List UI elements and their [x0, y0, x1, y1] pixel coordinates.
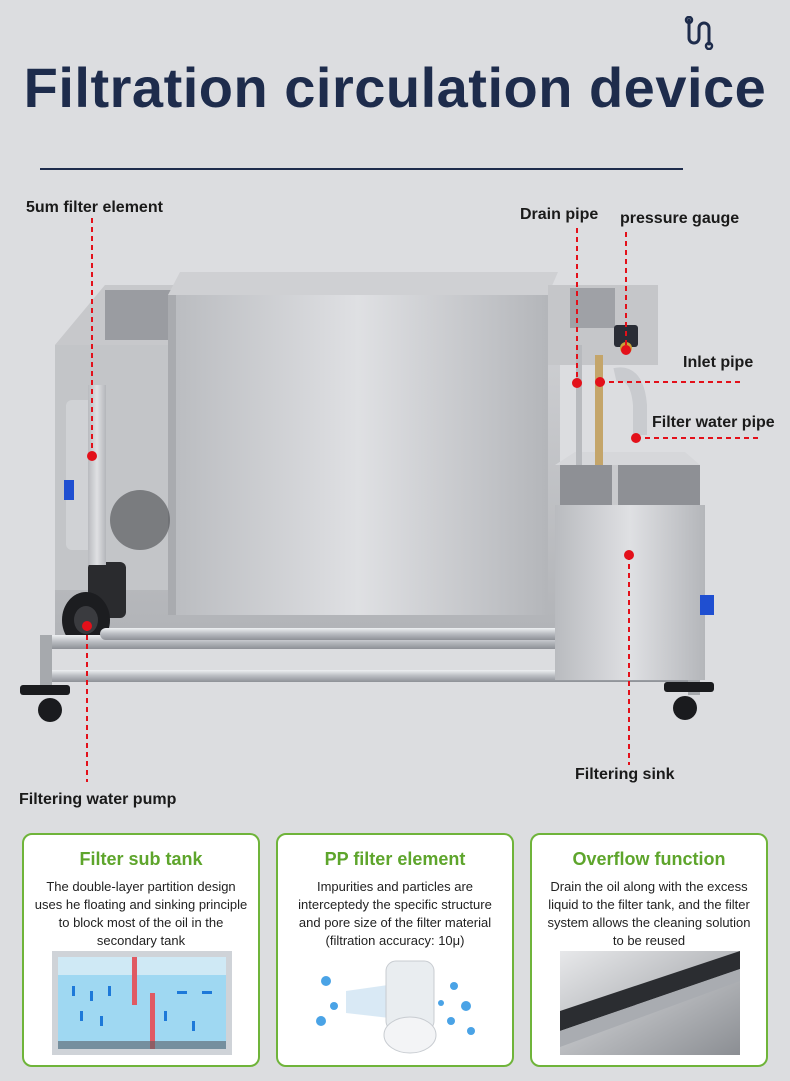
- card-title: Overflow function: [572, 849, 726, 869]
- label-pressure-gauge: pressure gauge: [620, 210, 740, 227]
- label-inlet-pipe: Inlet pipe: [683, 354, 754, 371]
- pp-filter-diagram-image: [306, 951, 486, 1055]
- title-divider: [40, 168, 683, 170]
- brand-logo-icon: [684, 16, 714, 50]
- label-filter-element: 5um filter element: [26, 199, 163, 216]
- label-filtering-sink: Filtering sink: [575, 766, 675, 783]
- label-water-pump: Filtering water pump: [19, 791, 177, 808]
- label-filter-water-pipe: Filter water pipe: [652, 414, 775, 431]
- feature-card-overflow-function: Overflow function Drain the oil along wi…: [530, 833, 768, 1067]
- card-title: Filter sub tank: [79, 849, 203, 869]
- card-body: The double-layer partition design uses h…: [34, 879, 248, 948]
- overflow-photo-image: [560, 951, 740, 1055]
- card-body: Impurities and particles are intercepted…: [298, 879, 492, 948]
- label-drain-pipe: Drain pipe: [520, 206, 599, 223]
- card-body: Drain the oil along with the excess liqu…: [547, 879, 751, 948]
- feature-card-filter-sub-tank: Filter sub tank The double-layer partiti…: [22, 833, 260, 1067]
- card-title: PP filter element: [324, 849, 466, 869]
- page-title: Filtration circulation device: [23, 56, 767, 119]
- machine-illustration: [20, 272, 714, 722]
- feature-card-pp-filter-element: PP filter element Impurities and particl…: [276, 833, 514, 1067]
- sub-tank-diagram-image: [52, 951, 232, 1055]
